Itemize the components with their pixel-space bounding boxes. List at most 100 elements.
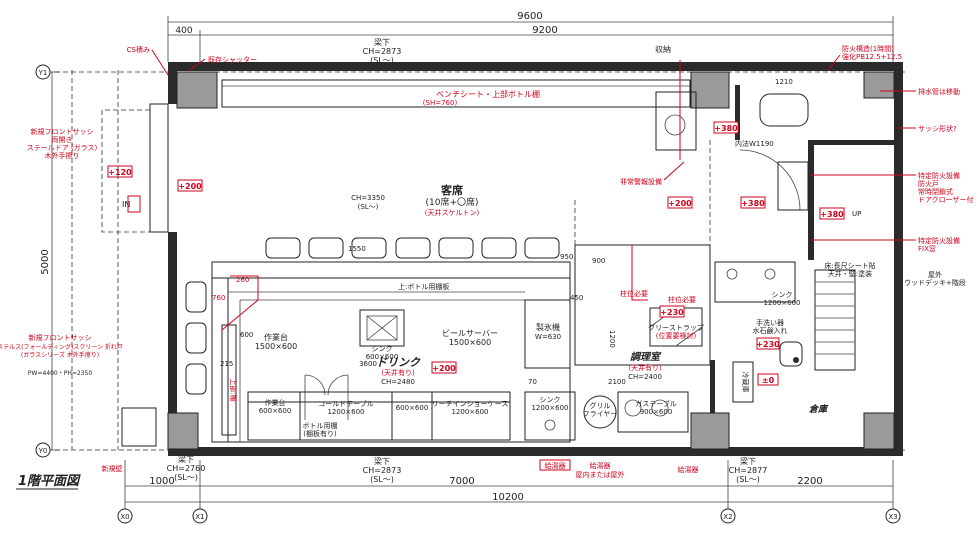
bench-label: ベンチシート・上部ボトル棚: [436, 89, 540, 99]
new-sash-door: ステールドア (ガラス): [27, 143, 98, 152]
grill-circle: [583, 395, 617, 429]
new-sash2-sub2: (ガラスシリーズ 木外手擦り): [21, 351, 99, 359]
svg-text:+380: +380: [714, 124, 738, 133]
level-p200-drink: [431, 361, 457, 374]
gas-pipe-2: 給湯器: [590, 461, 611, 470]
dim-600: 600: [240, 331, 253, 339]
stools: [185, 237, 560, 395]
gas-pipe-box-1: [539, 459, 571, 471]
grid-label-x0: X0: [120, 513, 129, 521]
new-mark: 新規壁: [102, 464, 123, 473]
handwash-label: 手洗い器: [756, 318, 784, 327]
svg-text:+200: +200: [668, 199, 692, 208]
bottle-rack-sub: (棚板有り): [303, 429, 337, 438]
level-p200-mid: [667, 196, 693, 209]
room-storage: 倉庫: [809, 404, 829, 415]
storage-box: [655, 91, 697, 151]
level-p230-a: [659, 305, 685, 318]
kitchen-room: [574, 244, 711, 366]
gas-table-size: 900×600: [640, 408, 673, 416]
fire-fix-label: 特定防火設備: [918, 236, 960, 245]
gas-pipe-2-sub: 屋内または屋外: [576, 470, 625, 479]
beam-bottom-mid: 梁下 CH=2873 (SL～): [363, 457, 402, 484]
width-1210: 1210: [775, 78, 793, 86]
sink1-label: シンク: [372, 345, 393, 353]
room-seating: 客席: [440, 183, 463, 197]
dim-bottom-total: 10200: [492, 492, 524, 503]
svg-text:+380: +380: [820, 210, 844, 219]
room-drink-sub: (天井有り): [381, 368, 415, 377]
level-p380-b: [740, 196, 766, 209]
grid-bubble-x3: [885, 508, 901, 524]
stairs: [815, 281, 855, 355]
gas-table-label: ガステーブル: [635, 399, 677, 408]
level-p200-left: [177, 179, 203, 192]
room-drink: ドリンク: [376, 356, 421, 369]
room-seating-ch: CH=3350: [351, 194, 385, 202]
room-kitchen-sub: (天井有り): [628, 363, 662, 372]
ice-machine: [524, 299, 571, 369]
grid-label-y0: Y0: [38, 447, 48, 455]
gas-pipe-3: 給湯器: [678, 465, 699, 474]
bottle-shelf-label: 上:ボトル用棚板: [398, 282, 449, 291]
door-swing-toilet: [739, 149, 801, 211]
storage-label: 収納: [655, 44, 671, 54]
alarm-label: 非常警報設備: [620, 177, 662, 186]
handwash-sink: [779, 341, 803, 367]
svg-text:梁下: 梁下: [374, 38, 390, 47]
grid-bubble-x2: [720, 508, 736, 524]
svg-text:給湯器: 給湯器: [545, 461, 566, 470]
grid-label-x3: X3: [888, 513, 897, 521]
in-label: IN: [122, 200, 130, 209]
sink2-size: 1200×600: [531, 404, 568, 412]
beer-label: ビールサーバー: [442, 329, 498, 338]
beam-bottom-left: 梁下 CH=2760 (SL～): [167, 455, 206, 482]
dim-top-9200: 9200: [532, 25, 557, 36]
fire-note2: 強化PB12.5+12.5: [842, 52, 902, 61]
column-bottom-far: [863, 412, 895, 450]
sink3-box: [714, 261, 796, 303]
bench-seat: [221, 79, 691, 108]
grease-trap-sub: (位置要検討): [656, 331, 697, 340]
fire-fix-sub: FIX窓: [918, 244, 936, 253]
sink3-label: シンク: [772, 291, 793, 299]
grill-label: グリル: [590, 401, 611, 410]
dim-left-5000: 5000: [40, 249, 51, 274]
svg-text:CH=2877: CH=2877: [729, 466, 768, 475]
grease-trap-label: グリーストラップ: [648, 323, 704, 332]
beer-size: 1500×600: [449, 338, 491, 347]
svg-text:CH=2760: CH=2760: [167, 464, 206, 473]
svg-text:+200: +200: [178, 182, 202, 191]
bottom-counter: [247, 391, 576, 441]
table2-label: 作業台: [265, 398, 286, 407]
ice-w: W=630: [535, 333, 561, 341]
outdoor-label: 屋外: [928, 270, 942, 279]
floor-finish: 床:長尺シート貼: [824, 261, 875, 270]
in-arrow-box: [127, 195, 141, 213]
room-drink-ch: CH=2480: [381, 378, 415, 386]
beam-top-left: 梁下 CH=2873 (SL～): [363, 38, 402, 65]
svg-text:+120: +120: [108, 168, 132, 177]
new-sash-door2: 木外手擦り: [45, 151, 80, 160]
level-p380-a: [713, 121, 739, 134]
svg-text:+230: +230: [660, 308, 684, 317]
bottom-dimensions: 1000 7000 2200 10200: [124, 460, 894, 512]
sink2-label: シンク: [540, 396, 561, 404]
new-sash2-label: 新規フロントサッシ: [29, 333, 92, 342]
left-sash: [71, 70, 169, 450]
fridge-box: [732, 361, 754, 403]
grid-bubble-y1: [35, 64, 51, 80]
grid-bubble-x1: [192, 508, 208, 524]
pipe-note: 排水管は移動: [918, 87, 960, 96]
svg-text:梁下: 梁下: [178, 455, 194, 464]
dim-1550: 1550: [348, 245, 366, 253]
dim-bottom-7000: 7000: [449, 476, 474, 487]
level-p380-c: [819, 207, 845, 220]
dim-1200: 1200: [608, 330, 616, 348]
room-seating-sl: (SL～): [358, 203, 379, 211]
up-label: UP: [852, 210, 861, 218]
fire-note: 防火構造(1時間): [842, 44, 894, 53]
dim-bottom-1000: 1000: [149, 476, 174, 487]
red-line-kitchen: [631, 245, 648, 301]
wood-deck-label: ウッドデッキ+階段: [904, 278, 966, 287]
